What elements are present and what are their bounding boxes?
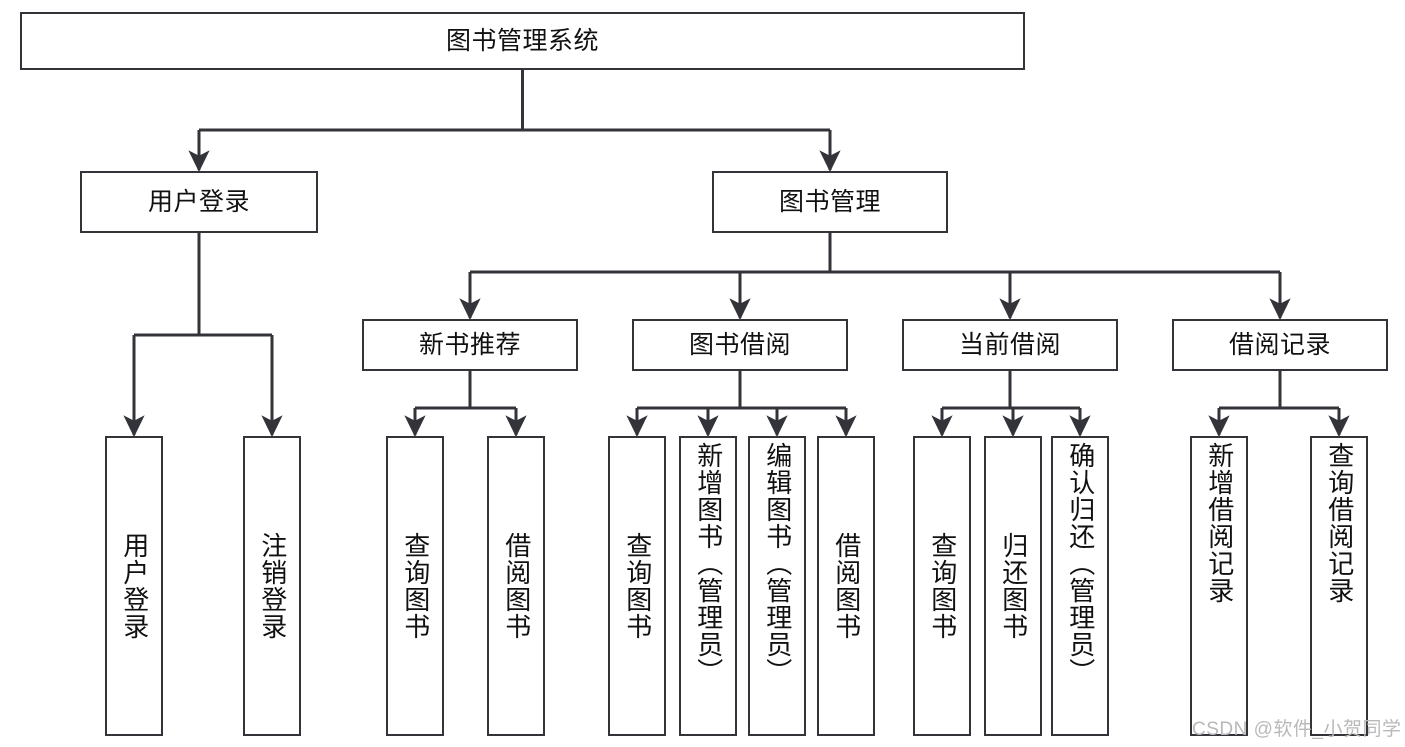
node-leaf-br-query[interactable]: 查询借阅记录 — [1310, 436, 1368, 736]
node-label: 查询图书 — [927, 532, 958, 640]
csdn-watermark: CSDN @软件_小贺同学 — [1192, 719, 1402, 740]
node-leaf-rec-borrow[interactable]: 借阅图书 — [487, 436, 545, 736]
node-leaf-bb-query[interactable]: 查询图书 — [608, 436, 666, 736]
node-label: 图书借阅 — [688, 330, 791, 359]
node-leaf-rec-query[interactable]: 查询图书 — [386, 436, 444, 736]
node-label: 注销登录 — [257, 532, 288, 640]
node-leaf-user-login[interactable]: 用户登录 — [105, 436, 163, 736]
node-label: 借阅图书 — [831, 532, 862, 640]
node-user-login[interactable]: 用户登录 — [80, 171, 318, 233]
node-label: 图书管理系统 — [445, 26, 599, 55]
node-root[interactable]: 图书管理系统 — [20, 12, 1025, 70]
node-leaf-br-add[interactable]: 新增借阅记录 — [1190, 436, 1248, 736]
node-current-borrow[interactable]: 当前借阅 — [902, 319, 1118, 371]
node-label: 图书管理 — [778, 187, 881, 216]
node-leaf-bb-edit[interactable]: 编辑图书（管理员） — [748, 436, 806, 736]
node-book-manage[interactable]: 图书管理 — [712, 171, 948, 233]
node-label: 用户登录 — [147, 187, 250, 216]
node-leaf-bb-borrow[interactable]: 借阅图书 — [817, 436, 875, 736]
node-label: 新增图书（管理员） — [693, 442, 724, 685]
node-borrow-record[interactable]: 借阅记录 — [1172, 319, 1388, 371]
node-label: 借阅图书 — [501, 532, 532, 640]
node-label: 编辑图书（管理员） — [762, 442, 793, 685]
node-label: 查询图书 — [622, 532, 653, 640]
node-leaf-cb-return[interactable]: 归还图书 — [984, 436, 1042, 736]
node-leaf-cb-query[interactable]: 查询图书 — [913, 436, 971, 736]
node-label: 新增借阅记录 — [1204, 442, 1235, 604]
node-label: 用户登录 — [119, 532, 150, 640]
node-label: 确认归还（管理员） — [1065, 442, 1096, 685]
node-new-book-rec[interactable]: 新书推荐 — [362, 319, 578, 371]
node-label: 查询借阅记录 — [1324, 442, 1355, 604]
node-leaf-user-logout[interactable]: 注销登录 — [243, 436, 301, 736]
node-label: 当前借阅 — [958, 330, 1061, 359]
node-book-borrow[interactable]: 图书借阅 — [632, 319, 848, 371]
node-label: 新书推荐 — [418, 330, 521, 359]
node-label: 借阅记录 — [1228, 330, 1331, 359]
node-label: 查询图书 — [400, 532, 431, 640]
node-leaf-cb-confirm[interactable]: 确认归还（管理员） — [1051, 436, 1109, 736]
node-label: 归还图书 — [998, 532, 1029, 640]
node-leaf-bb-add[interactable]: 新增图书（管理员） — [679, 436, 737, 736]
